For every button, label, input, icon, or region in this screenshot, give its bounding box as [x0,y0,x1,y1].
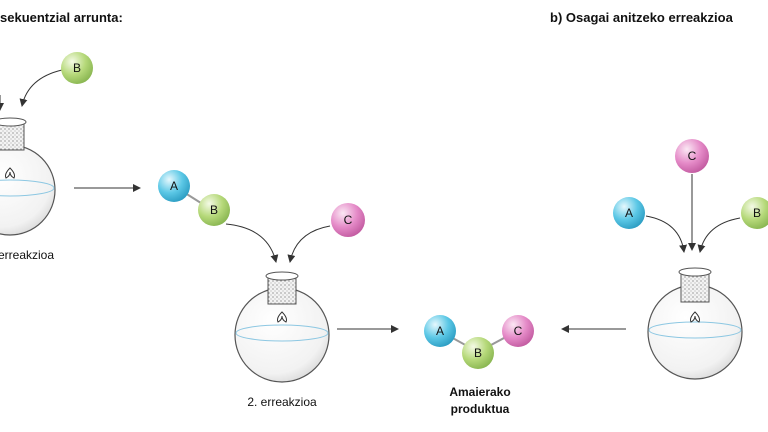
flask-second-reaction [234,271,330,383]
svg-text:C: C [688,149,697,163]
svg-text:C: C [344,213,353,227]
caption-second-reaction: 2. erreakzioa [247,395,317,409]
molecule-c-right: C [675,139,709,173]
title-left: sekuentzial arrunta: [0,10,123,25]
svg-text:A: A [436,324,444,338]
caption-final-product-line2: produktua [451,402,510,416]
arrow-b-to-flask3 [697,217,741,253]
molecule-a-right: A [613,197,645,229]
arrow-b-to-flask1 [19,69,63,107]
svg-text:A: A [170,179,178,193]
svg-text:B: B [73,61,81,75]
svg-text:B: B [210,203,218,217]
title-right: b) Osagai anitzeko erreakzioa [550,10,734,25]
molecule-c-middle: C [331,203,365,237]
svg-text:C: C [514,324,523,338]
intermediate-ab: A B [158,170,230,226]
svg-text:B: B [474,346,482,360]
molecule-b-right: B [741,197,768,229]
svg-text:B: B [753,206,761,220]
caption-final-product-line1: Amaierako [449,385,510,399]
final-product-abc: A B C [424,315,534,369]
caption-first-reaction: erreakzioa [0,248,54,262]
svg-text:A: A [625,206,633,220]
molecule-b-top-left: B [61,52,93,84]
flask-first-reaction [0,117,56,236]
arrow-c-to-flask2 [287,225,331,263]
arrow-ab-to-flask2 [225,223,279,263]
flask-multicomponent-reaction [647,267,743,380]
arrow-a-to-flask3 [645,215,688,253]
